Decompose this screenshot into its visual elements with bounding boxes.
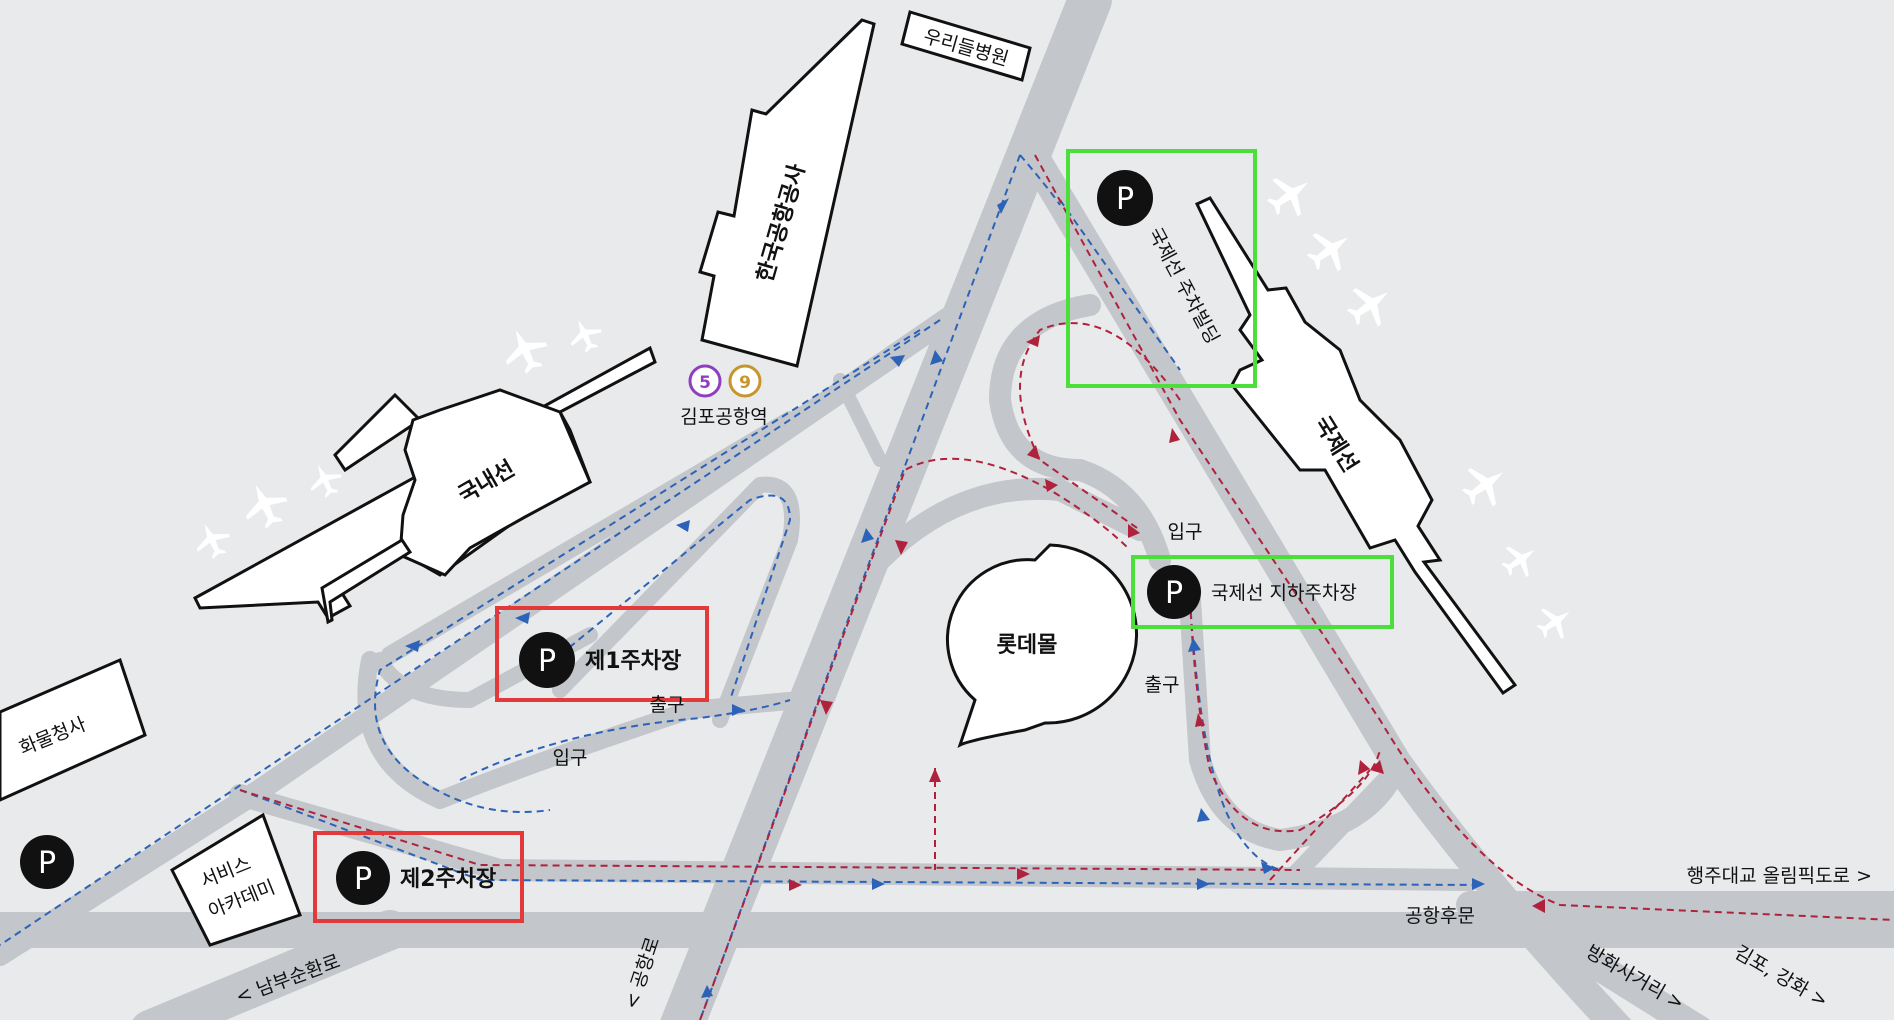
parking-symbol: P (38, 846, 56, 881)
airplane-icon (1266, 178, 1309, 217)
exit-label-intl: 출구 (1145, 674, 1180, 696)
parking-lot-1[interactable]: P 제1주차장 (495, 606, 709, 702)
station-label: 김포공항역 (680, 406, 767, 428)
route-arrows (405, 198, 1545, 998)
domestic-terminal: 국내선 (193, 345, 657, 625)
airplane-icon (1306, 233, 1349, 272)
lotte-label: 롯데몰 (997, 633, 1058, 658)
parking-icon (20, 835, 74, 889)
highlight-box-green (1066, 149, 1257, 388)
airplane-icon (245, 485, 288, 529)
exit-label-lot1: 출구 (650, 694, 685, 716)
airport-rear-gate-label: 공항후문 (1405, 905, 1475, 927)
parking-lot-2[interactable]: P 제2주차장 (313, 831, 524, 923)
parking-symbol: P (1116, 182, 1134, 217)
route-lines (0, 154, 1894, 1020)
haengju-road-label[interactable]: 행주대교 올림픽도로 > (1687, 865, 1872, 887)
intl-underground-label: 국제선 지하주차장 (1211, 582, 1357, 604)
parking-symbol: P (538, 644, 556, 679)
kac-building: 한국공항공사 (698, 18, 876, 368)
international-terminal: 국제선 (1194, 196, 1518, 696)
gimpo-airport-station[interactable]: 5 9 김포공항역 (680, 364, 768, 428)
parking-lot-1-label: 제1주차장 (585, 649, 681, 674)
line-5-label: 5 (699, 373, 711, 393)
highlight-box-red (495, 606, 709, 702)
entrance-label-lot1: 입구 (553, 747, 588, 769)
airplane-icon (1346, 288, 1389, 327)
cargo-parking[interactable]: P (20, 835, 74, 889)
parking-icon (336, 851, 390, 905)
line-9-label: 9 (739, 373, 751, 393)
entrance-label-intl: 입구 (1168, 521, 1203, 543)
parking-symbol: P (1165, 576, 1183, 611)
airplane-icon (310, 465, 342, 498)
parking-lot-2-label: 제2주차장 (400, 867, 496, 892)
airplane-icons (196, 178, 1570, 640)
airplane-icon (570, 320, 602, 353)
parking-icon (1097, 170, 1153, 226)
service-academy-building: 서비스 아카데미 (170, 812, 302, 947)
map-labels: 입구 출구 출구 입구 공항후문 (553, 521, 1475, 927)
line-9-icon (728, 364, 762, 398)
parking-icon (1147, 565, 1201, 619)
line-5-icon (688, 364, 722, 398)
highlight-box-red (313, 831, 524, 923)
airplane-icon (505, 330, 548, 374)
parking-icon (519, 632, 575, 688)
airplane-icon (1461, 468, 1504, 507)
cargo-building: 화물청사 (0, 657, 147, 802)
airplane-icon (196, 524, 230, 559)
lotte-mall: 롯데몰 (946, 543, 1138, 748)
airplane-icon (1536, 608, 1570, 640)
parking-symbol: P (354, 862, 372, 897)
airplane-icon (1501, 546, 1535, 578)
highlight-box-green (1131, 555, 1394, 629)
intl-underground-parking[interactable]: P 국제선 지하주차장 (1131, 555, 1394, 629)
